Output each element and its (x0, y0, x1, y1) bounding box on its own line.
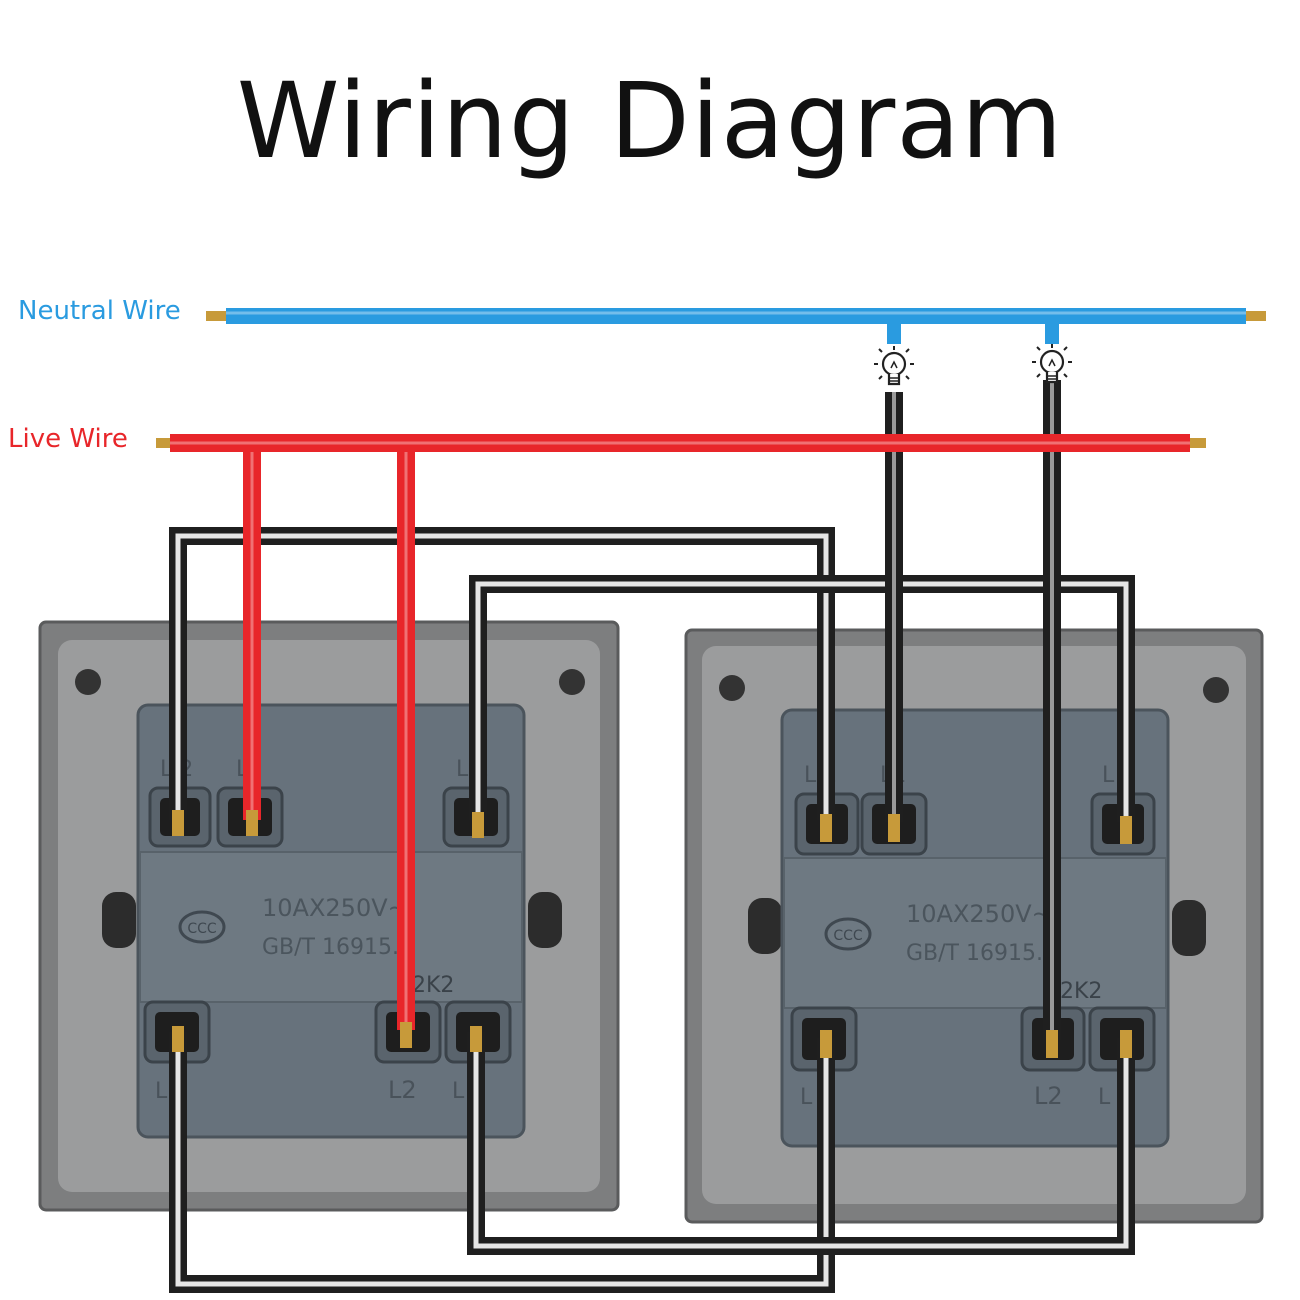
switch-2-screw-hole-tl (719, 675, 745, 701)
switch-1-label-panel (139, 851, 523, 1003)
connector-wire-top-outer-highlight (175, 533, 829, 820)
ccc-certification-icon: CCC (824, 917, 872, 951)
switch-2-standard: GB/T 16915.1 (906, 941, 1057, 966)
switch-1-screw-hole-tl (75, 669, 101, 695)
page-title: Wiring Diagram (236, 60, 1064, 182)
switch-2-model: 2K2 (1060, 979, 1102, 1004)
contact (246, 810, 258, 836)
contact (888, 814, 900, 842)
contact (172, 810, 184, 836)
contact (472, 812, 484, 838)
connector-wires (169, 380, 1135, 1293)
connector-wire-top-inner-highlight (475, 581, 1129, 822)
svg-text:CCC: CCC (833, 928, 863, 944)
switch-1-clip-right (528, 892, 562, 948)
switch-1-model: 2K2 (412, 973, 454, 998)
live-wires (156, 434, 1206, 1030)
connector-wire-bottom-outer-highlight (175, 1032, 829, 1287)
contact (820, 814, 832, 842)
contact (400, 1022, 412, 1048)
terminal-contacts (172, 810, 1132, 1058)
switch-2: CCC 10AX250V~ GB/T 16915.1 2K2 L 2 L1 L … (684, 628, 1264, 1224)
neutral-wires (206, 308, 1266, 344)
switch-2-label-bottom-middle: L2 (1034, 1082, 1063, 1110)
switch-2-screw-hole-tr (1203, 677, 1229, 703)
neutral-wire-left-end (206, 311, 228, 321)
switch-1-standard: GB/T 16915.1 (262, 935, 413, 960)
neutral-wire-label: Neutral Wire (18, 296, 181, 326)
switch-1-screw-hole-tr (559, 669, 585, 695)
switch-1-clip-left (102, 892, 136, 948)
contact (1046, 1030, 1058, 1058)
neutral-wire-right-end (1242, 311, 1266, 321)
live-wire-right-end (1186, 438, 1206, 448)
light-bulb-icon (1032, 344, 1072, 384)
switch-1-label-bottom-middle: L2 (388, 1076, 417, 1104)
switch-2-clip-right (1172, 900, 1206, 956)
switch-1: CCC 10AX250V~ GB/T 16915.1 2K2 L 2 L1 L … (38, 620, 620, 1212)
switch-2-label-panel (783, 857, 1167, 1009)
svg-text:CCC: CCC (187, 921, 217, 937)
switch-2-clip-left (748, 898, 782, 954)
ccc-certification-icon: CCC (178, 910, 226, 944)
live-wire-label: Live Wire (8, 424, 128, 454)
contact (820, 1030, 832, 1058)
contact (1120, 1030, 1132, 1058)
switch-1-rating: 10AX250V~ (262, 894, 408, 922)
light-bulb-icon (874, 346, 914, 386)
contact (172, 1026, 184, 1052)
contact (470, 1026, 482, 1052)
connector-wire-bottom-inner-highlight (473, 1032, 1129, 1249)
live-wire-left-end (156, 438, 174, 448)
switch-2-rating: 10AX250V~ (906, 900, 1052, 928)
contact (1120, 816, 1132, 844)
